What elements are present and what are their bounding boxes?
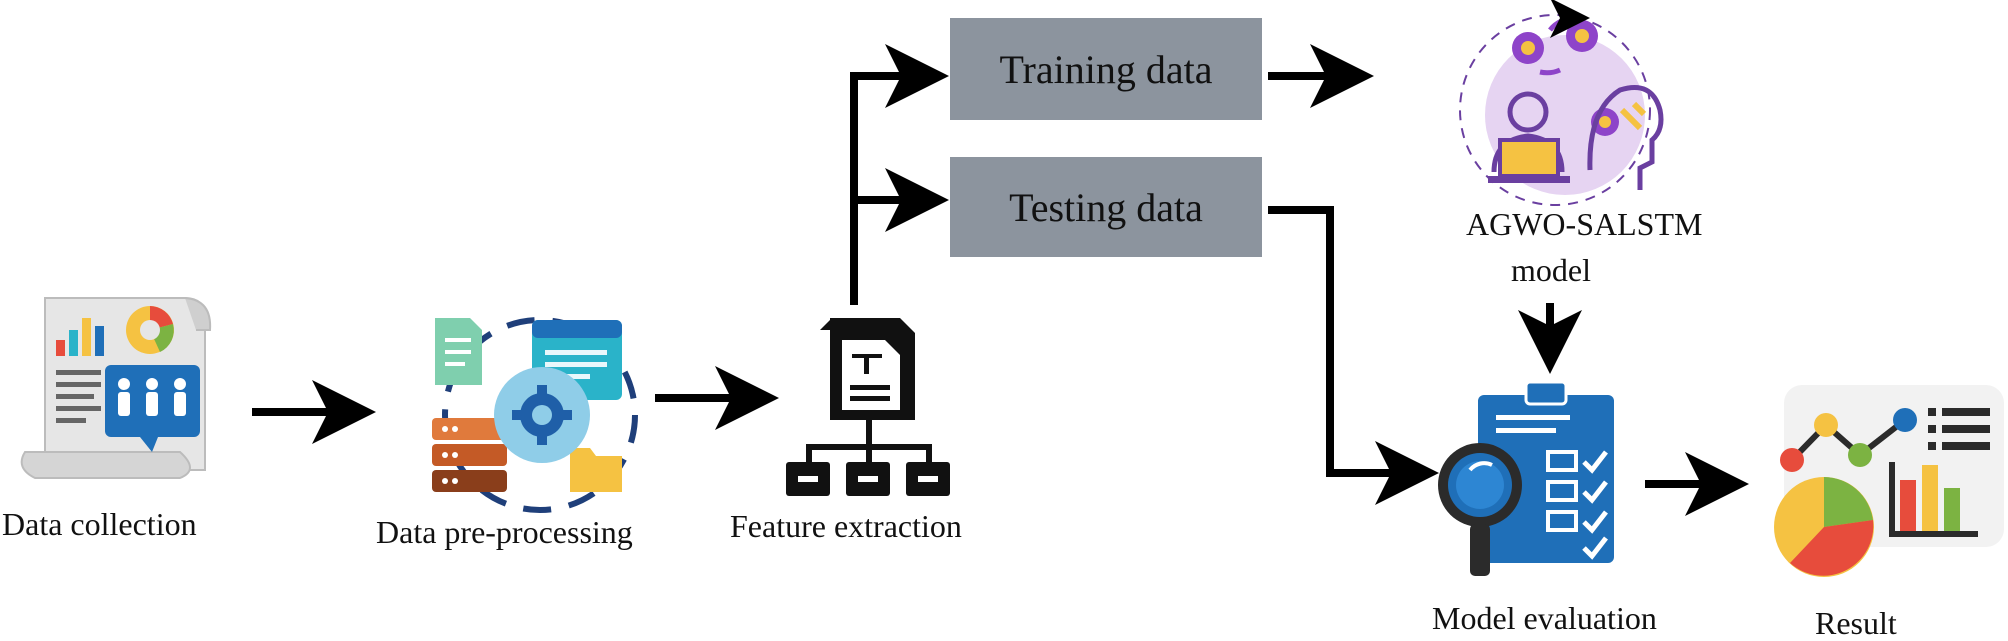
model-label-line2: model bbox=[1511, 252, 1591, 288]
document-hierarchy-icon bbox=[786, 318, 950, 496]
result-label: Result bbox=[1815, 605, 1897, 641]
arrow-testing-to-evaluation bbox=[1268, 206, 1439, 505]
training-data-box: Training data bbox=[950, 18, 1262, 120]
charts-dashboard-icon bbox=[1774, 385, 2004, 577]
report-scroll-icon bbox=[20, 297, 212, 479]
connectors bbox=[252, 44, 1749, 516]
testing-data-label: Testing data bbox=[1009, 184, 1203, 230]
clipboard-magnifier-icon bbox=[1438, 380, 1614, 576]
testing-data-box: Testing data bbox=[950, 157, 1262, 257]
training-data-label: Training data bbox=[999, 46, 1213, 92]
database-gear-icon bbox=[432, 317, 638, 513]
feature-extraction-label: Feature extraction bbox=[730, 508, 962, 544]
model-label-line1: AGWO-SALSTM bbox=[1466, 206, 1703, 242]
data-collection-label: Data collection bbox=[2, 506, 197, 542]
person-gears-icon bbox=[1459, 0, 1664, 206]
arrow-feature-to-training bbox=[850, 44, 949, 305]
model-evaluation-label: Model evaluation bbox=[1432, 600, 1657, 636]
data-preprocessing-label: Data pre-processing bbox=[376, 514, 633, 550]
